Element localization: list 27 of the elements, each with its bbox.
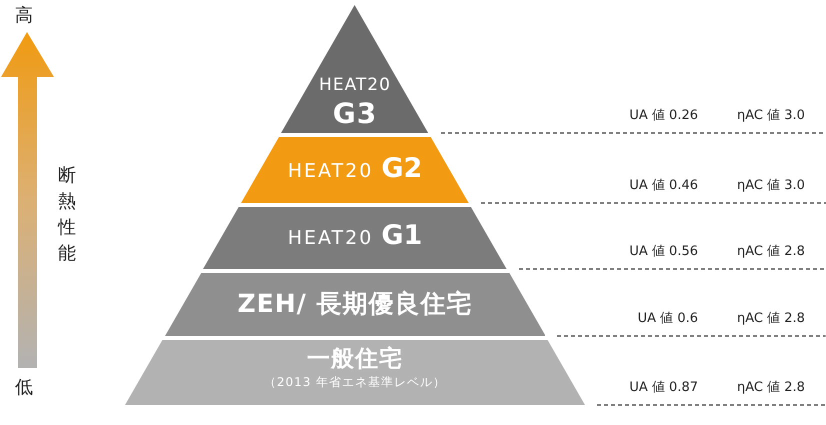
- pyramid-tier: [281, 5, 429, 133]
- value-text: ηAC 値 2.8: [737, 243, 805, 260]
- value-text: UA 値 0.87: [629, 379, 698, 396]
- value-text: UA 値 0.26: [629, 107, 698, 124]
- value-text: ηAC 値 2.8: [737, 379, 805, 396]
- value-text: UA 値 0.56: [629, 243, 698, 260]
- tier-title: G1: [381, 220, 422, 251]
- pyramid-tier: [203, 207, 507, 269]
- pyramid-tier: [164, 273, 546, 336]
- axis-label: 断熱性能: [58, 164, 77, 266]
- tier-subtitle: （2013 年省エネ基準レベル）: [264, 374, 446, 391]
- tier-subtitle: HEAT20: [288, 160, 374, 182]
- tier-title: ZEH/ 長期優良住宅: [238, 288, 472, 320]
- tier-title: G2: [381, 153, 422, 184]
- value-text: UA 値 0.46: [629, 177, 698, 194]
- tier-title: G3: [332, 97, 378, 130]
- tier-subtitle: HEAT20: [319, 75, 391, 95]
- pyramid-tier: [241, 137, 469, 203]
- value-text: ηAC 値 2.8: [737, 310, 805, 327]
- value-text: ηAC 値 3.0: [737, 107, 805, 124]
- tier-title: 一般住宅: [307, 345, 403, 374]
- pyramid-tier: [125, 340, 585, 405]
- value-text: UA 値 0.6: [638, 310, 698, 327]
- axis-label: 高: [15, 4, 33, 27]
- value-text: ηAC 値 3.0: [737, 177, 805, 194]
- tier-subtitle: HEAT20: [288, 227, 374, 249]
- axis-label: 低: [15, 376, 33, 399]
